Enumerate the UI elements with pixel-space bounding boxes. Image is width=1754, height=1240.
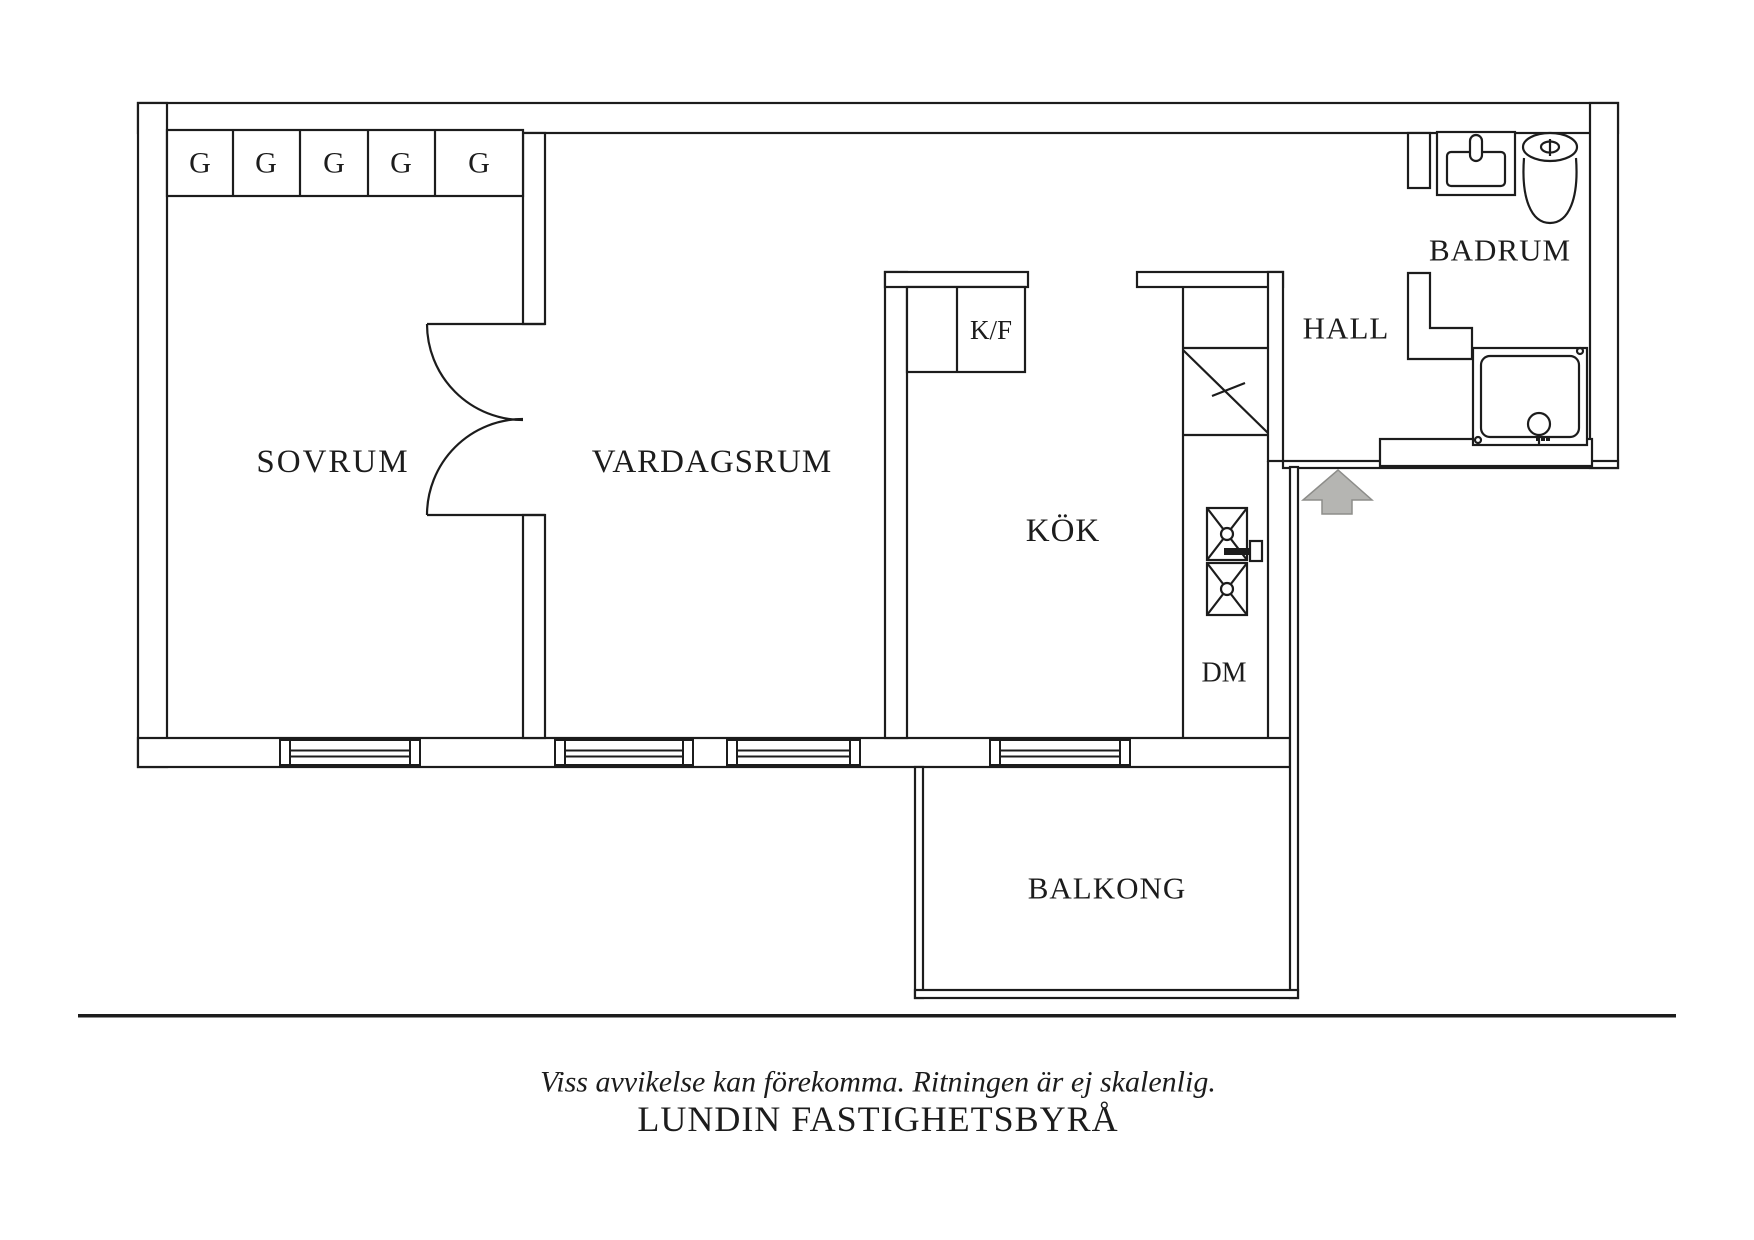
wall-left [136, 101, 169, 769]
wall-bedroom-divider-lower [521, 513, 547, 740]
room-balcony-label: BALKONG [1028, 871, 1187, 906]
wardrobe-g-2-label: G [255, 147, 277, 180]
shower-hinge-2 [1473, 435, 1483, 445]
wardrobe-g-1-label: G [189, 147, 211, 180]
fridge-freezer-label: K/F [970, 315, 1012, 345]
room-hall-label: HALL [1303, 311, 1390, 346]
shower-grate-2 [1541, 436, 1545, 441]
room-kitchen-label: KÖK [1026, 513, 1101, 549]
kitchen-sink-2-drain [1219, 581, 1235, 597]
kitchen-faucet-bar [1224, 548, 1254, 555]
bedroom-door-swing-top [425, 323, 524, 422]
disclaimer-label: Viss avvikelse kan förekomma. Ritningen … [540, 1066, 1216, 1099]
toilet-bowl [1522, 157, 1578, 225]
wardrobe-g-5-label: G [468, 147, 490, 180]
wardrobe-g-4-label: G [390, 147, 412, 180]
vent-tick [1211, 381, 1246, 398]
fridge-freezer-box [905, 285, 1027, 374]
balcony-railing-right [1288, 465, 1300, 1000]
window-kitchen [989, 739, 1131, 766]
window-bedroom [279, 739, 421, 766]
wall-duct-niche [1406, 131, 1432, 190]
entrance-arrow-icon [1300, 469, 1374, 515]
shower-grate-1 [1536, 436, 1540, 441]
bathroom-sink-tap [1468, 133, 1484, 163]
brand-name-label: LUNDIN FASTIGHETSBYRÅ [637, 1099, 1118, 1139]
window-livingroom-2 [726, 739, 861, 766]
shower-drain [1526, 411, 1552, 437]
wall-kitchen-hall [1266, 270, 1285, 463]
kitchen-faucet-knob [1248, 539, 1264, 563]
wardrobe-g-3-label: G [323, 147, 345, 180]
wall-bedroom-divider-upper [521, 131, 547, 326]
wall-top [136, 101, 1620, 135]
wall-kitchen-divider [883, 270, 909, 740]
wall-right [1588, 101, 1620, 470]
kitchen-sink-1-drain [1219, 526, 1235, 542]
room-bathroom-label: BADRUM [1429, 233, 1571, 268]
caption-divider [78, 1014, 1676, 1018]
balcony-railing-left [913, 765, 925, 1000]
wall-bathroom-jamb [1406, 271, 1474, 361]
bedroom-door-swing-bottom [425, 417, 524, 516]
shower-grate-3 [1546, 436, 1550, 441]
window-livingroom-1 [554, 739, 694, 766]
wall-kitchen-top-right [1135, 270, 1285, 289]
wardrobe-row [165, 128, 525, 198]
room-livingroom-label: VARDAGSRUM [592, 444, 832, 480]
wall-kitchen-top-left [883, 270, 1030, 289]
shower-tray-inner [1479, 354, 1581, 439]
balcony-railing-bottom [913, 988, 1300, 1000]
room-bedroom-label: SOVRUM [256, 444, 409, 480]
dishwasher-label: DM [1201, 658, 1246, 689]
shower-hinge-1 [1575, 346, 1585, 356]
